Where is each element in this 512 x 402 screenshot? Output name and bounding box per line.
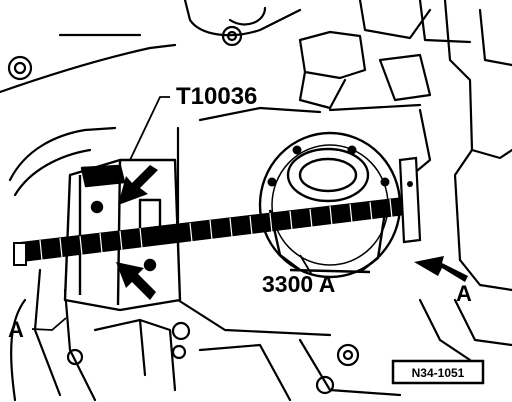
- label-marker-a-left: A: [8, 317, 24, 342]
- reference-code: N34-1051: [412, 366, 465, 380]
- arrow-to-bracket-bottom: [116, 262, 156, 300]
- label-tool-3300a: 3300 A: [262, 271, 335, 297]
- flange-bolts: [267, 145, 390, 187]
- arrow-to-bracket-top: [118, 165, 158, 205]
- arrow-to-right-mount: [414, 256, 468, 282]
- label-tool-t10036: T10036: [176, 83, 257, 110]
- leader-lines: [31, 96, 313, 331]
- reference-code-box: N34-1051: [391, 359, 485, 385]
- support-bar-3300a: [13, 156, 422, 266]
- label-marker-a-right: A: [456, 281, 472, 306]
